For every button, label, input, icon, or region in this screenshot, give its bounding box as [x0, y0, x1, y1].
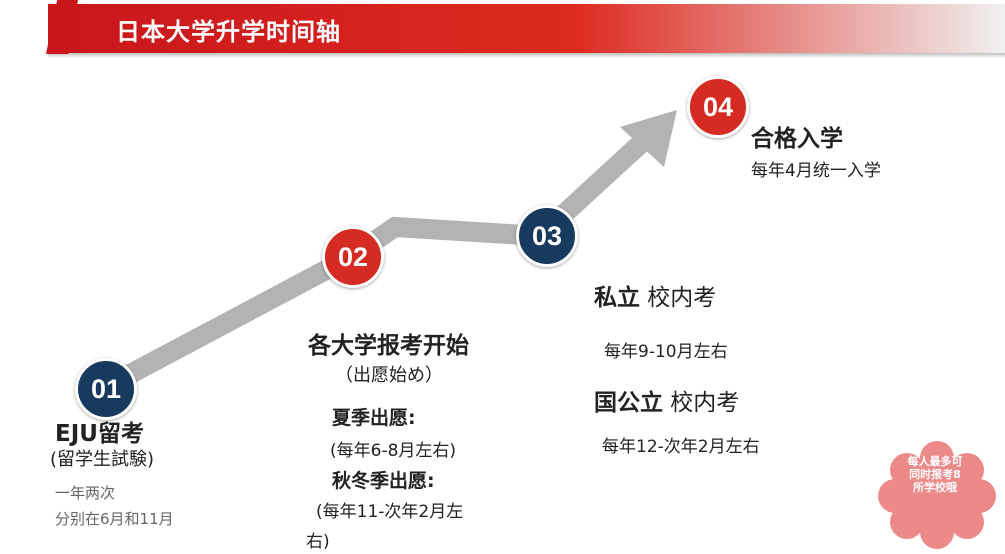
step-03-circle: 03: [516, 205, 578, 267]
page-title: 日本大学升学时间轴: [116, 18, 341, 46]
badge-line-3: 所学校哦: [913, 481, 957, 494]
step-02-circle: 02: [322, 226, 384, 288]
step-02-autumn-range-1: (每年11-次年2月左: [316, 502, 464, 522]
step-01-note-2: 分别在6月和11月: [55, 510, 174, 528]
step-03-private-bold: 私立: [594, 285, 640, 311]
step-04-number: 04: [702, 91, 734, 122]
step-02-summer-label: 夏季出愿:: [332, 407, 416, 429]
header-bar: [48, 4, 1005, 53]
step-02-number: 02: [337, 241, 369, 272]
step-03-private-range: 每年9-10月左右: [604, 342, 728, 362]
badge-text: 每人最多可 同时报考8 所学校哦: [885, 455, 985, 494]
badge-line-1: 每人最多可: [907, 455, 963, 468]
step-03-public-rest: 校内考: [663, 390, 740, 416]
step-04-note: 每年4月统一入学: [751, 161, 881, 181]
step-01-circle: 01: [75, 358, 137, 420]
step-03-public-heading: 国公立 校内考: [594, 383, 739, 417]
step-02-title: 各大学报考开始: [308, 333, 469, 359]
step-02-autumn-range-2: 右): [306, 532, 330, 552]
step-04-title: 合格入学: [751, 126, 843, 152]
step-03-number: 03: [531, 220, 563, 251]
step-01-subtitle: (留学生試験): [50, 449, 155, 470]
step-04-circle: 04: [687, 76, 749, 138]
step-02-autumn-label: 秋冬季出愿:: [332, 470, 435, 492]
step-02-summer-range: (每年6-8月左右): [330, 441, 457, 461]
step-03-public-range: 每年12-次年2月左右: [602, 437, 760, 457]
step-03-private-heading: 私立 校内考: [594, 278, 716, 312]
step-03-private-rest: 校内考: [640, 285, 717, 311]
step-01-number: 01: [90, 373, 122, 404]
step-02-subtitle: （出愿始め）: [335, 365, 443, 386]
cloud-badge-icon: [878, 441, 996, 549]
step-01-title: EJU留考: [55, 421, 144, 447]
header-shadow: [48, 53, 1005, 58]
badge-line-2: 同时报考8: [909, 468, 961, 481]
step-03-public-bold: 国公立: [594, 390, 663, 416]
step-01-note-1: 一年两次: [55, 484, 116, 502]
